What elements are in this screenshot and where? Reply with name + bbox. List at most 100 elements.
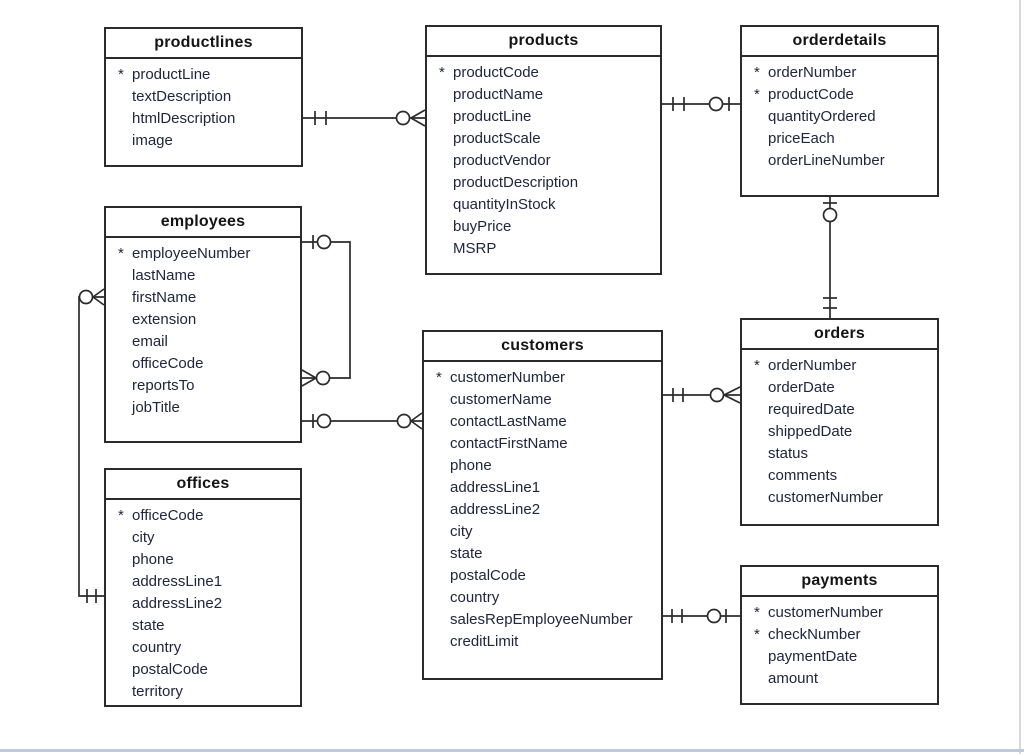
field-row: status	[754, 443, 931, 465]
field-name: image	[132, 132, 173, 149]
field-row: contactLastName	[436, 411, 655, 433]
field-name: buyPrice	[453, 218, 512, 235]
field-name: state	[450, 545, 483, 562]
relationship-employees-self-reportsto	[301, 234, 351, 387]
primary-key-marker: *	[439, 64, 445, 81]
field-row: state	[118, 615, 294, 637]
field-row: addressLine2	[118, 593, 294, 615]
field-name: addressLine2	[132, 595, 223, 612]
relationship-orderdetails-orders	[822, 197, 838, 318]
field-row: * orderNumber	[754, 62, 931, 84]
field-row: reportsTo	[118, 375, 294, 397]
primary-key-marker: *	[754, 626, 760, 643]
field-list: * customerNumber * checkNumber paymentDate…	[742, 597, 937, 690]
field-row: orderDate	[754, 377, 931, 399]
field-row: country	[436, 587, 655, 609]
entity-title: orderdetails	[742, 27, 937, 57]
entity-title: productlines	[106, 29, 301, 59]
field-name: addressLine1	[132, 573, 223, 590]
relationship-offices-employees	[78, 288, 105, 603]
field-name: firstName	[132, 289, 197, 306]
field-name: checkNumber	[768, 626, 861, 643]
field-row: productLine	[439, 106, 654, 128]
field-name: postalCode	[450, 567, 526, 584]
field-name: priceEach	[768, 130, 835, 147]
field-row: contactFirstName	[436, 433, 655, 455]
field-name: paymentDate	[768, 648, 858, 665]
field-row: firstName	[118, 287, 294, 309]
field-name: territory	[132, 683, 183, 700]
field-row: officeCode	[118, 353, 294, 375]
field-name: contactLastName	[450, 413, 567, 430]
field-row: email	[118, 331, 294, 353]
field-row: postalCode	[436, 565, 655, 587]
field-row: phone	[436, 455, 655, 477]
field-list: *productLine textDescription htmlDescrip…	[106, 59, 301, 152]
field-row: postalCode	[118, 659, 294, 681]
field-row: city	[118, 527, 294, 549]
field-name: orderDate	[768, 379, 835, 396]
primary-key-marker: *	[118, 507, 124, 524]
field-row: * orderNumber	[754, 355, 931, 377]
field-row: *officeCode	[118, 505, 294, 527]
field-row: addressLine1	[436, 477, 655, 499]
entity-title: offices	[106, 470, 300, 500]
primary-key-marker: *	[754, 64, 760, 81]
entity-employees: employees *employeeNumber lastName first…	[104, 206, 302, 443]
field-name: productLine	[453, 108, 532, 125]
field-name: employeeNumber	[132, 245, 251, 262]
field-name: postalCode	[132, 661, 208, 678]
field-name: customerNumber	[768, 604, 884, 621]
field-row: *productLine	[118, 64, 295, 86]
field-name: reportsTo	[132, 377, 195, 394]
field-row: productName	[439, 84, 654, 106]
field-row: amount	[754, 668, 931, 690]
field-name: city	[450, 523, 473, 540]
field-row: salesRepEmployeeNumber	[436, 609, 655, 631]
field-name: addressLine1	[450, 479, 541, 496]
field-row: quantityOrdered	[754, 106, 931, 128]
relationship-products-orderdetails	[662, 96, 740, 112]
field-row: * checkNumber	[754, 624, 931, 646]
field-name: jobTitle	[132, 399, 180, 416]
field-row: *productCode	[754, 84, 931, 106]
field-name: productCode	[453, 64, 539, 81]
entity-title: customers	[424, 332, 661, 362]
entity-orderdetails: orderdetails * orderNumber *productCode q…	[740, 25, 939, 197]
field-name: addressLine2	[450, 501, 541, 518]
primary-key-marker: *	[118, 245, 124, 262]
field-name: status	[768, 445, 809, 462]
field-row: MSRP	[439, 238, 654, 260]
entity-title: orders	[742, 320, 937, 350]
entity-products: products * productCode productName produc…	[425, 25, 662, 275]
field-row: requiredDate	[754, 399, 931, 421]
field-name: extension	[132, 311, 197, 328]
field-name: orderNumber	[768, 357, 857, 374]
entity-title: employees	[106, 208, 300, 238]
entity-title: products	[427, 27, 660, 57]
primary-key-marker: *	[754, 86, 760, 103]
field-name: htmlDescription	[132, 110, 236, 127]
field-row: buyPrice	[439, 216, 654, 238]
relationship-customers-payments	[663, 608, 740, 624]
field-list: *customerNumber customerName contactLast…	[424, 362, 661, 653]
field-row: phone	[118, 549, 294, 571]
field-row: extension	[118, 309, 294, 331]
field-name: contactFirstName	[450, 435, 568, 452]
field-row: country	[118, 637, 294, 659]
field-name: textDescription	[132, 88, 232, 105]
primary-key-marker: *	[436, 369, 442, 386]
field-row: city	[436, 521, 655, 543]
primary-key-marker: *	[754, 357, 760, 374]
entity-productlines: productlines *productLine textDescriptio…	[104, 27, 303, 167]
entity-title: payments	[742, 567, 937, 597]
field-name: country	[132, 639, 182, 656]
relationship-productlines-products	[303, 109, 426, 127]
field-row: creditLimit	[436, 631, 655, 653]
field-name: orderNumber	[768, 64, 857, 81]
field-name: city	[132, 529, 155, 546]
field-row: addressLine2	[436, 499, 655, 521]
entity-customers: customers *customerNumber customerName c…	[422, 330, 663, 680]
